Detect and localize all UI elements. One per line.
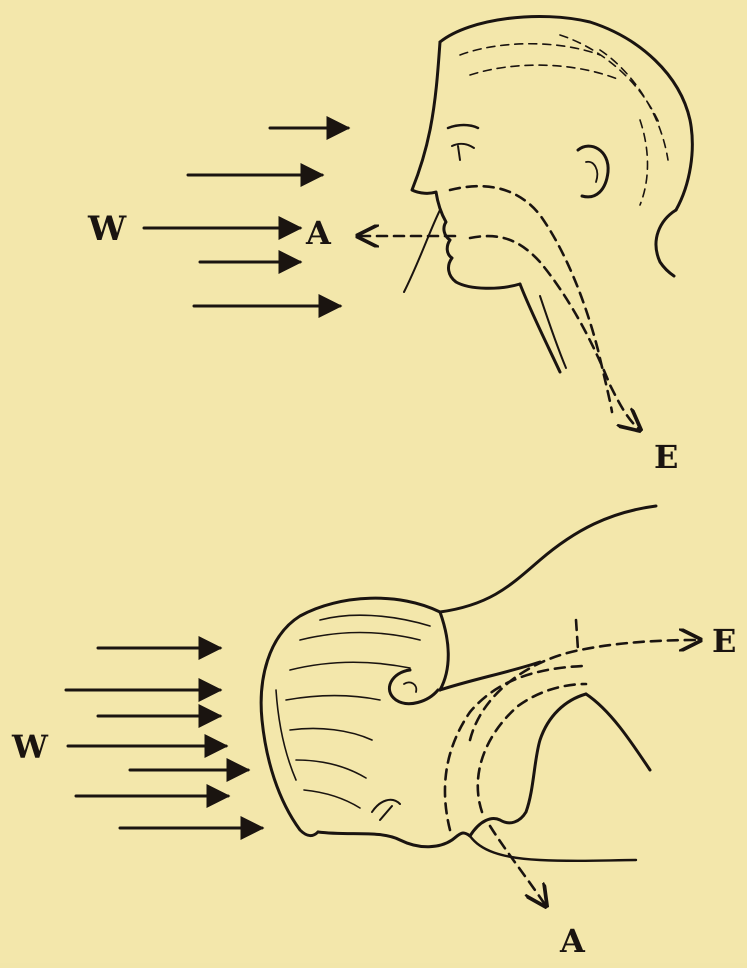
- bottom-wind-label: W: [11, 728, 49, 766]
- top-face-profile: [412, 42, 520, 288]
- bottom-throat: [470, 694, 586, 836]
- top-hair-strokes: [460, 35, 668, 205]
- top-hand-line: [404, 210, 440, 292]
- bottom-ear-inner: [404, 682, 416, 692]
- bottom-face-detail: [372, 800, 400, 820]
- top-breath-path-1: [450, 186, 612, 412]
- bottom-hair-outline: [261, 598, 440, 835]
- top-wind-label: W: [87, 209, 127, 249]
- top-ear-inner: [586, 162, 597, 182]
- bottom-shoulder: [586, 694, 650, 770]
- top-eyebrow: [448, 125, 478, 128]
- top-airflow: [358, 186, 640, 430]
- bottom-inhale-label: A: [559, 922, 586, 960]
- bottom-hair-strokes: [276, 615, 430, 808]
- bottom-wind-arrows: [66, 648, 262, 828]
- top-inhale-label: A: [305, 214, 332, 252]
- bottom-ear: [389, 670, 438, 704]
- top-breath-path-2: [470, 236, 640, 430]
- bottom-breath-path-1: [445, 666, 582, 830]
- top-figure: W A E: [87, 16, 692, 476]
- bottom-hair-front: [440, 612, 448, 690]
- bottom-airflow: [445, 620, 700, 906]
- bottom-back-contour: [440, 506, 656, 612]
- top-neck-back: [656, 210, 676, 276]
- top-eye: [452, 144, 474, 160]
- top-head: [404, 16, 692, 372]
- top-ear: [578, 146, 608, 197]
- top-exhale-label: E: [654, 438, 678, 476]
- bottom-figure: W E A: [11, 506, 736, 960]
- bottom-inhale-path: [490, 826, 546, 906]
- bottom-exhale-path: [470, 640, 700, 740]
- bottom-front-dash: [576, 620, 578, 650]
- bottom-face: [318, 832, 470, 847]
- bottom-head: [261, 598, 650, 861]
- bottom-collar: [470, 836, 636, 861]
- bottom-exhale-label: E: [712, 622, 736, 660]
